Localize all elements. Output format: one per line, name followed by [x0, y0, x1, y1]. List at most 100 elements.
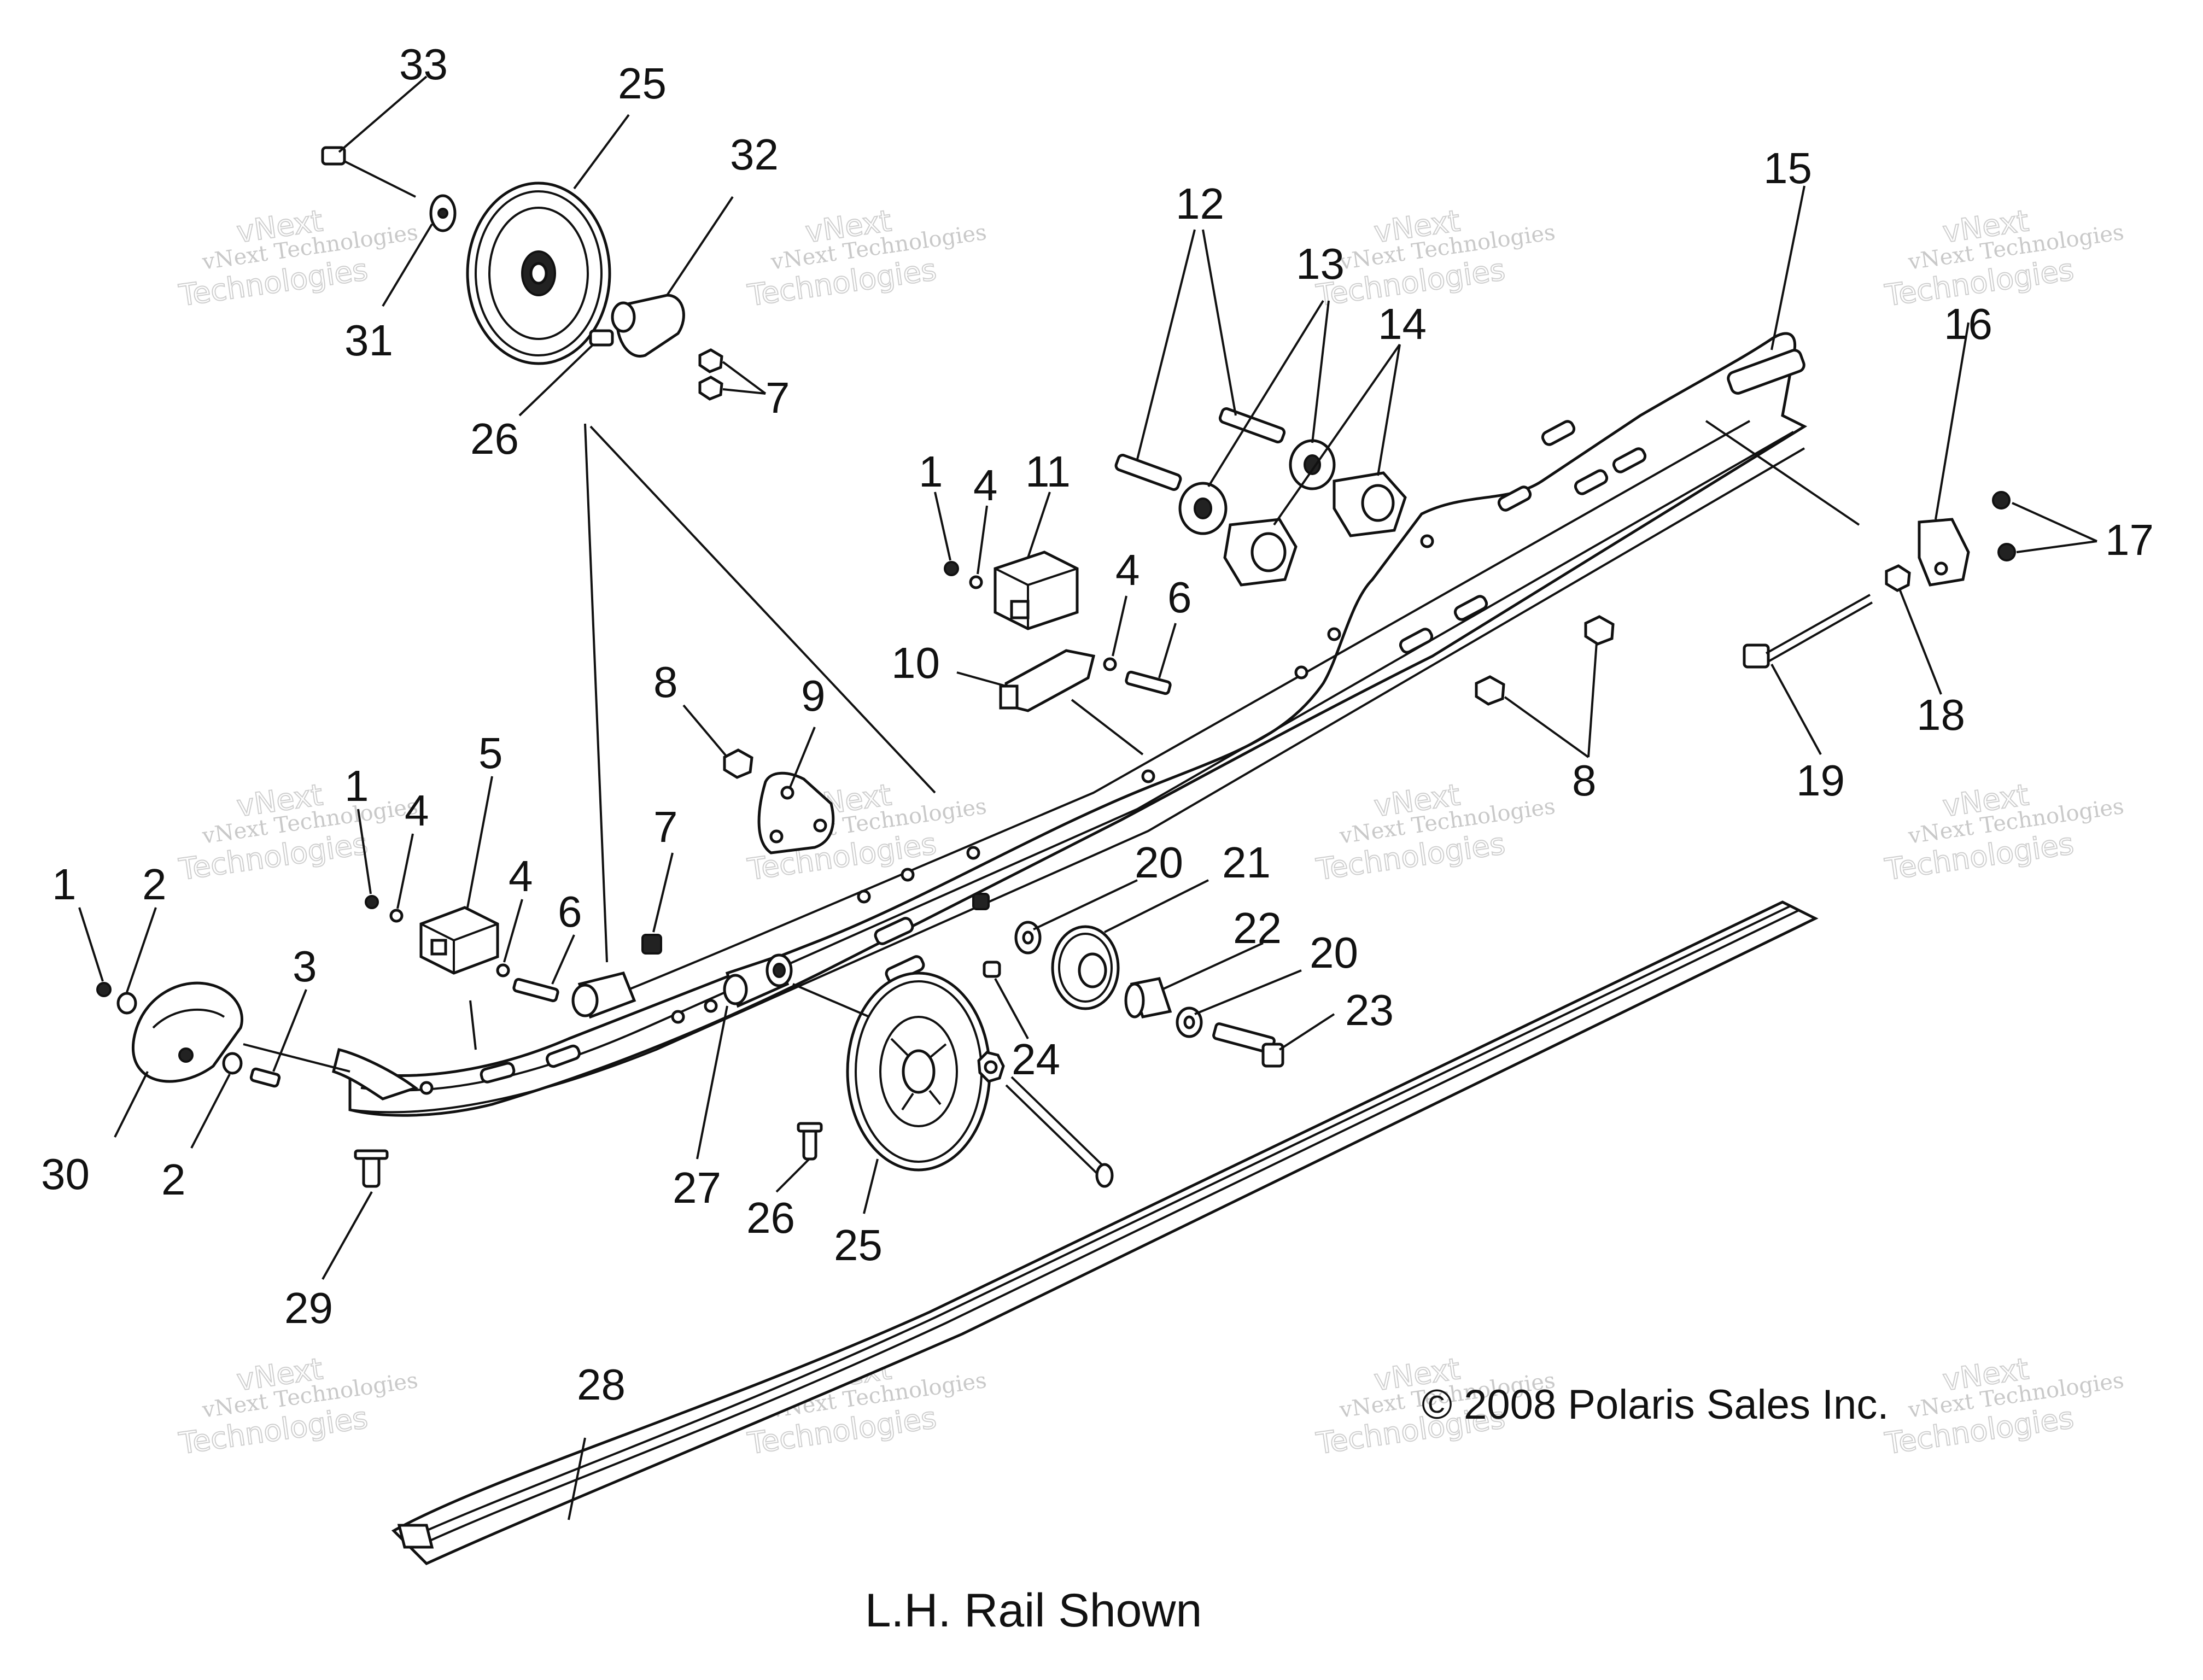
bolt-26-top [589, 329, 614, 347]
idler-wheel-25-top [466, 182, 611, 365]
nut-1c [96, 982, 112, 997]
idler-wheel-25-bottom [846, 971, 991, 1172]
callout-14: 14 [1378, 300, 1427, 348]
rail-main-body [348, 332, 1808, 1117]
callout-12: 12 [1176, 179, 1224, 228]
lower-wheel-group [571, 953, 1114, 1214]
washer-4d [496, 963, 510, 977]
callout-2-left-bottom: 2 [161, 1155, 186, 1204]
bolt-12b [1218, 407, 1286, 443]
watermark: vNext vNext Technologies Technologies [1882, 1351, 2125, 1461]
plate-9 [757, 771, 835, 854]
callout-3: 3 [293, 942, 317, 991]
nut-1b [365, 895, 379, 909]
callout-18: 18 [1916, 690, 1965, 739]
callout-1-left: 1 [52, 860, 77, 909]
callout-24: 24 [1012, 1035, 1060, 1084]
nut-8b [1475, 675, 1505, 706]
callout-13: 13 [1296, 239, 1345, 288]
wheel-mount-32 [611, 294, 685, 358]
callout-22: 22 [1233, 904, 1282, 952]
right-hardware-group [1475, 185, 2097, 758]
watermark: vNext vNext Technologies Technologies [1313, 777, 1557, 887]
callout-7-top: 7 [766, 373, 790, 422]
copyright-text: © 2008 Polaris Sales Inc. [1422, 1382, 1889, 1428]
axle-front [571, 971, 636, 1019]
callout-31: 31 [344, 316, 393, 365]
callout-11: 11 [1025, 447, 1071, 496]
slide-28 [391, 900, 1819, 1565]
bolt-12a [1114, 454, 1182, 491]
watermark: vNext vNext Technologies Technologies [745, 203, 988, 313]
cap-30 [131, 981, 243, 1083]
watermark: vNext vNext Technologies Technologies [176, 203, 419, 313]
callout-4-front-b: 4 [509, 852, 533, 900]
bolt-6b [512, 977, 559, 1003]
bolt-23 [1212, 1022, 1284, 1068]
callout-10: 10 [891, 639, 940, 687]
bracket-16 [1918, 518, 1970, 587]
callout-27: 27 [673, 1163, 721, 1212]
nut-1a [944, 561, 959, 576]
bushing-14b [1333, 471, 1407, 537]
leader-28 [568, 1437, 586, 1520]
washer-4c [389, 909, 404, 923]
rail-lower-flange [349, 447, 1805, 1114]
callout-20-a: 20 [1135, 838, 1183, 887]
bolt-3 [249, 1067, 281, 1088]
callout-4-center-b: 4 [1115, 546, 1140, 594]
watermark: vNext vNext Technologies Technologies [1882, 203, 2125, 313]
callout-15: 15 [1763, 144, 1812, 192]
callout-7-front: 7 [653, 803, 678, 851]
bracket-10 [999, 649, 1096, 712]
rail-assembly [332, 332, 1808, 1117]
block-5 [419, 906, 499, 975]
callout-8-center: 8 [653, 658, 678, 706]
nut-18 [1885, 564, 1911, 592]
callout-23: 23 [1345, 986, 1394, 1034]
callout-21: 21 [1222, 838, 1271, 887]
bolt-6a [1125, 670, 1172, 695]
callout-32: 32 [730, 130, 779, 179]
watermark: vNext vNext Technologies Technologies [1882, 777, 2125, 887]
top-wheel-group [321, 75, 936, 963]
block-11 [994, 551, 1079, 630]
callout-6-center: 6 [1167, 573, 1192, 622]
nut-7c [641, 934, 662, 955]
rail-inner-line [601, 420, 1750, 1002]
nut-7b [698, 376, 723, 401]
bushing-14a [1223, 518, 1298, 587]
callout-labels: 33 25 32 31 26 7 12 13 14 15 16 17 1 4 1… [41, 40, 2154, 1409]
upper-hardware-group [1114, 229, 1407, 587]
watermark: vNext vNext Technologies Technologies [176, 777, 419, 887]
center-hardware-group [682, 491, 1177, 854]
front-hardware-group [78, 776, 674, 1280]
bolt-19 [1743, 594, 1873, 669]
washer-2b [222, 1052, 243, 1075]
nut-8a [1584, 615, 1615, 646]
watermark: vNext vNext Technologies Technologies [1313, 203, 1557, 313]
rail-front-tip [332, 1047, 419, 1101]
nut-17b [1997, 543, 2016, 561]
nut-7a [698, 348, 723, 373]
wheel-21 [1051, 925, 1120, 1010]
axle-27 [723, 953, 793, 1008]
callout-29: 29 [284, 1284, 333, 1332]
callout-25-top: 25 [618, 59, 667, 108]
caption: L.H. Rail Shown [865, 1584, 1202, 1637]
callout-2-left-top: 2 [142, 860, 167, 909]
callout-30: 30 [41, 1150, 90, 1198]
callout-9: 9 [801, 671, 826, 720]
nut-17a [1992, 491, 2011, 510]
callout-5: 5 [478, 729, 503, 777]
callout-4-front-a: 4 [405, 786, 429, 835]
washer-star [977, 1051, 1005, 1083]
callout-1-front: 1 [344, 762, 369, 810]
callout-19: 19 [1796, 756, 1845, 805]
callout-6-front: 6 [558, 887, 582, 936]
callout-26-top: 26 [470, 414, 519, 463]
callout-17: 17 [2105, 516, 2154, 564]
wheel-hardware-group [972, 879, 1335, 1068]
watermark: vNext vNext Technologies Technologies [176, 1351, 419, 1461]
callout-16: 16 [1944, 300, 1992, 348]
